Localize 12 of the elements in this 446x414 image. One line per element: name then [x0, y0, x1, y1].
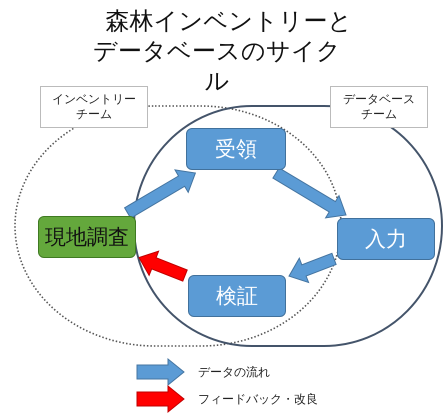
- arrow: [272, 167, 347, 219]
- legend-label: データの流れ: [198, 364, 270, 381]
- process-box: 検証: [188, 275, 286, 317]
- team-label-box: インベントリーチーム: [40, 86, 148, 128]
- process-box: 入力: [337, 218, 435, 260]
- arrow: [124, 169, 196, 219]
- team-label-box: データベースチーム: [330, 86, 428, 128]
- arrow: [288, 252, 337, 284]
- legend-label: フィードバック・改良: [198, 391, 318, 408]
- process-box: 受領: [186, 128, 286, 170]
- process-box: 現地調査: [38, 216, 136, 258]
- arrow: [138, 250, 188, 282]
